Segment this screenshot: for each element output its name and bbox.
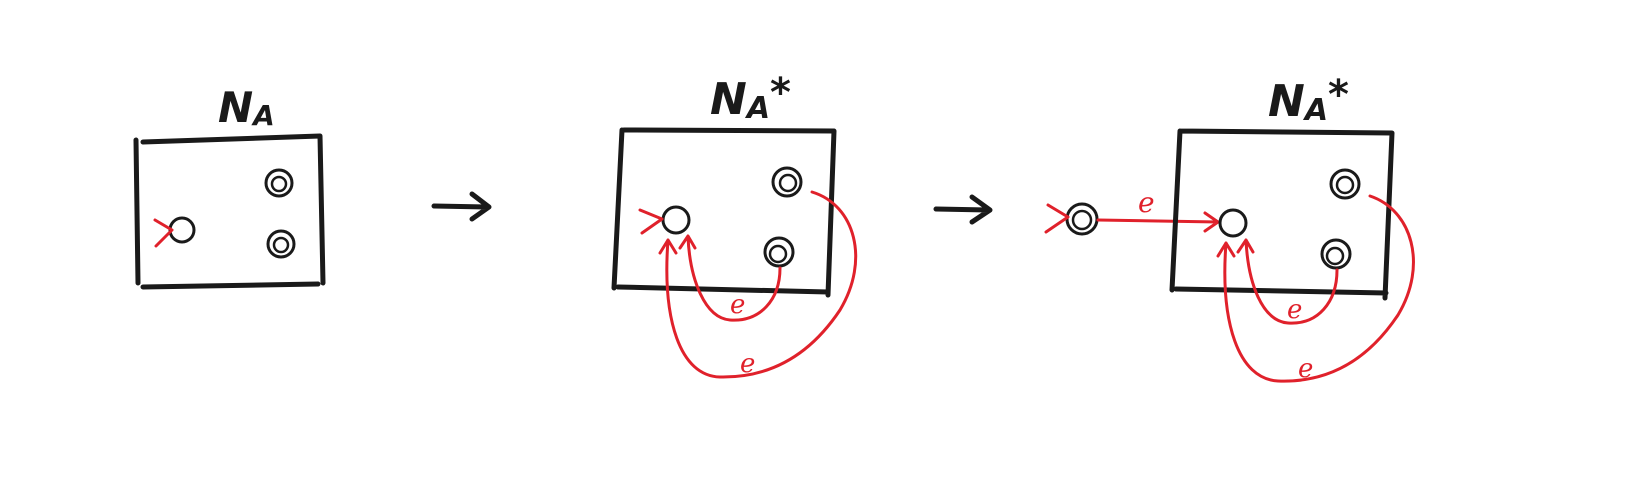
panel-na-star-final-old-start-state [1218,208,1248,238]
panel-na-star-final-new-start-state [1065,202,1099,236]
panel-na-star-final-epsilon-label-inner: e [1287,295,1302,325]
panel-na-star-final-new-start-arrow [1044,203,1070,234]
panel-na-star-final-accept-state-2 [1320,238,1352,270]
panel-na-star-final-title-sup: * [1328,72,1349,118]
panel-na-star-final-epsilon-loop-inner [1236,238,1339,325]
panel-na-star-final-epsilon-loop-outer [1216,194,1415,383]
panel-na-star-start-arrow [638,208,664,235]
panel-na-star-final-epsilon-entry [1096,211,1220,233]
panel-na-star-title-sub: A [745,91,770,126]
panel-na-star-epsilon-label-inner: e [730,290,745,320]
panel-na-star-box [611,127,837,298]
panel-na-star-final-title-sub: A [1303,93,1328,128]
panel-na-star-final: NA* e e e [1044,72,1415,384]
panel-na-star-epsilon-loop-inner [678,234,782,322]
panel-na-star-final-box [1169,128,1395,301]
svg-text:NA: NA [218,83,275,132]
panel-na-star-title-sup: * [770,70,791,116]
panel-na-star-final-title-main: N [1268,76,1305,127]
panel-na-star-title-main: N [710,74,747,125]
panel-na-star-final-epsilon-label-outer: e [1298,354,1313,384]
panel-na-box [133,133,326,290]
panel-na-accept-state-1 [264,168,294,198]
panel-na-star-epsilon-label-outer: e [740,349,755,379]
panel-na-title-main: N [218,83,253,132]
transform-arrow-1 [431,191,492,222]
panel-na-star-accept-state-1 [771,166,803,198]
panel-na-start-state [168,216,196,244]
panel-na-title-sub: A [251,99,275,132]
panel-na-star: NA* e e [611,70,858,379]
panel-na-star-accept-state-2 [763,236,795,268]
panel-na-accept-state-2 [266,229,296,259]
transform-arrow-2 [933,194,993,225]
panel-na: NA [133,83,326,290]
panel-na-star-final-accept-state-1 [1329,168,1361,200]
panel-na-star-start-state [661,205,691,235]
panel-na-star-final-epsilon-label-entry: e [1138,186,1155,219]
svg-text:NA*: NA* [1268,72,1349,128]
panel-na-start-arrow [153,218,174,248]
panel-na-star-epsilon-loop-outer [658,190,858,379]
svg-text:NA*: NA* [710,70,791,126]
